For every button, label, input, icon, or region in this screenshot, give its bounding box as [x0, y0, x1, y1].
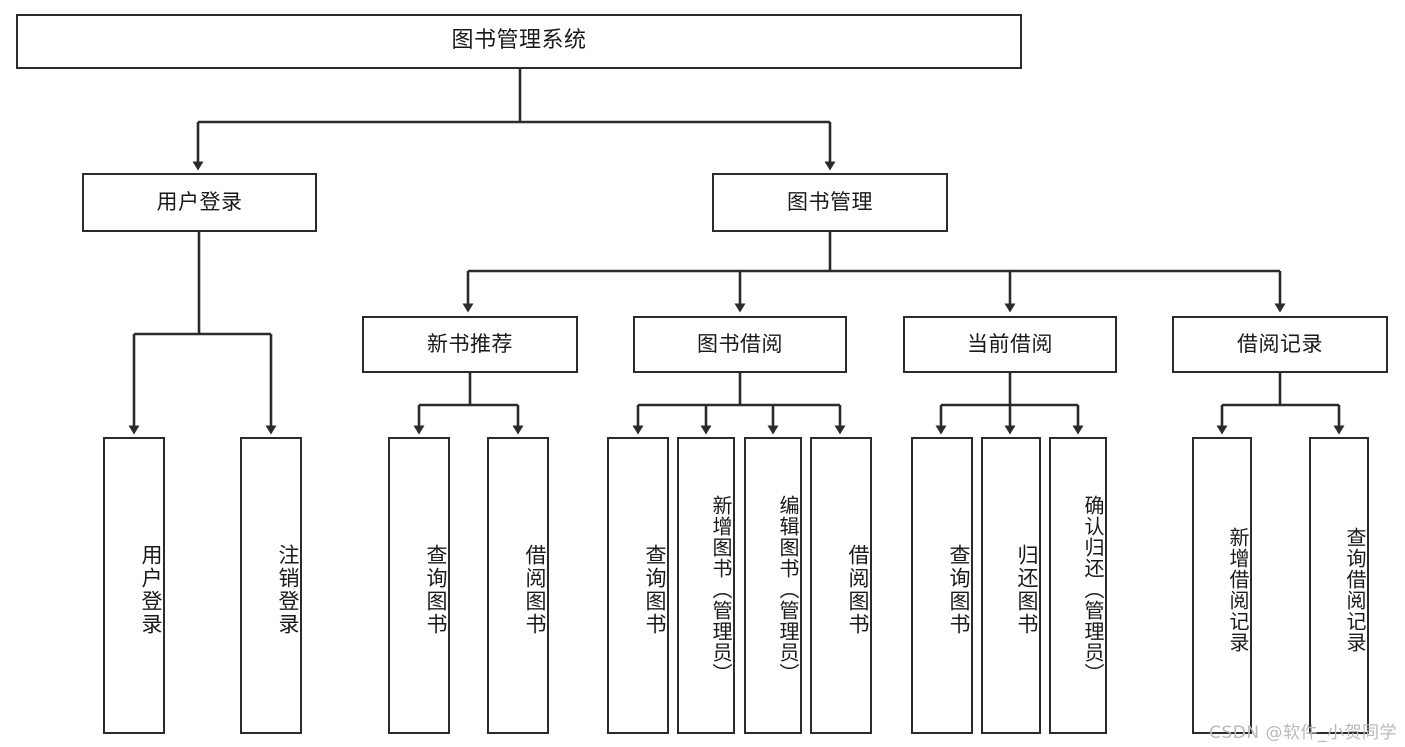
- leaf-borrow-record-query-record[interactable]: 查询借阅记录: [1309, 437, 1369, 734]
- node-label: 图书管理: [787, 189, 873, 214]
- node-borrow-record[interactable]: 借阅记录: [1172, 316, 1388, 373]
- leaf-current-borrow-query-book[interactable]: 查询图书: [911, 437, 973, 734]
- node-label: 图书借阅: [697, 331, 783, 356]
- node-label: 新增借阅记录: [1226, 526, 1250, 653]
- leaf-book-borrow-edit-book-admin[interactable]: 编辑图书（管理员）: [744, 437, 802, 734]
- node-new-book-recommend[interactable]: 新书推荐: [362, 316, 578, 373]
- leaf-current-borrow-confirm-return-admin[interactable]: 确认归还（管理员）: [1049, 437, 1107, 734]
- node-label: 查询图书: [424, 543, 448, 636]
- node-label: 借阅图书: [523, 543, 547, 636]
- node-label: 新增图书（管理员）: [709, 495, 733, 684]
- node-label: 借阅记录: [1237, 331, 1323, 356]
- node-label: 用户登录: [156, 189, 243, 214]
- leaf-new-book-borrow-book[interactable]: 借阅图书: [487, 437, 549, 734]
- node-label: 新书推荐: [427, 331, 513, 356]
- node-root-book-management-system[interactable]: 图书管理系统: [16, 14, 1022, 69]
- node-label: 当前借阅: [967, 331, 1053, 356]
- node-current-borrow[interactable]: 当前借阅: [903, 316, 1117, 373]
- node-book-borrow[interactable]: 图书借阅: [633, 316, 847, 373]
- leaf-current-borrow-return-book[interactable]: 归还图书: [981, 437, 1041, 734]
- node-label: 注销登录: [276, 543, 300, 636]
- node-label: 确认归还（管理员）: [1081, 495, 1105, 684]
- node-label: 查询图书: [947, 543, 971, 636]
- node-label: 归还图书: [1015, 543, 1039, 636]
- node-label: 图书管理系统: [451, 28, 587, 54]
- node-label: 用户登录: [139, 543, 163, 636]
- leaf-book-borrow-borrow-book[interactable]: 借阅图书: [810, 437, 872, 734]
- leaf-borrow-record-add-record[interactable]: 新增借阅记录: [1192, 437, 1252, 734]
- leaf-user-login-login[interactable]: 用户登录: [103, 437, 165, 734]
- leaf-book-borrow-add-book-admin[interactable]: 新增图书（管理员）: [677, 437, 735, 734]
- node-user-login[interactable]: 用户登录: [82, 173, 317, 232]
- node-book-management[interactable]: 图书管理: [712, 173, 948, 232]
- node-label: 编辑图书（管理员）: [776, 495, 800, 684]
- leaf-book-borrow-query-book[interactable]: 查询图书: [607, 437, 669, 734]
- leaf-user-login-logout[interactable]: 注销登录: [240, 437, 302, 734]
- csdn-watermark: CSDN @软件_小贺同学: [1209, 723, 1397, 743]
- leaf-new-book-query-book[interactable]: 查询图书: [388, 437, 450, 734]
- node-label: 查询图书: [643, 543, 667, 636]
- node-label: 借阅图书: [846, 543, 870, 636]
- node-label: 查询借阅记录: [1343, 526, 1367, 653]
